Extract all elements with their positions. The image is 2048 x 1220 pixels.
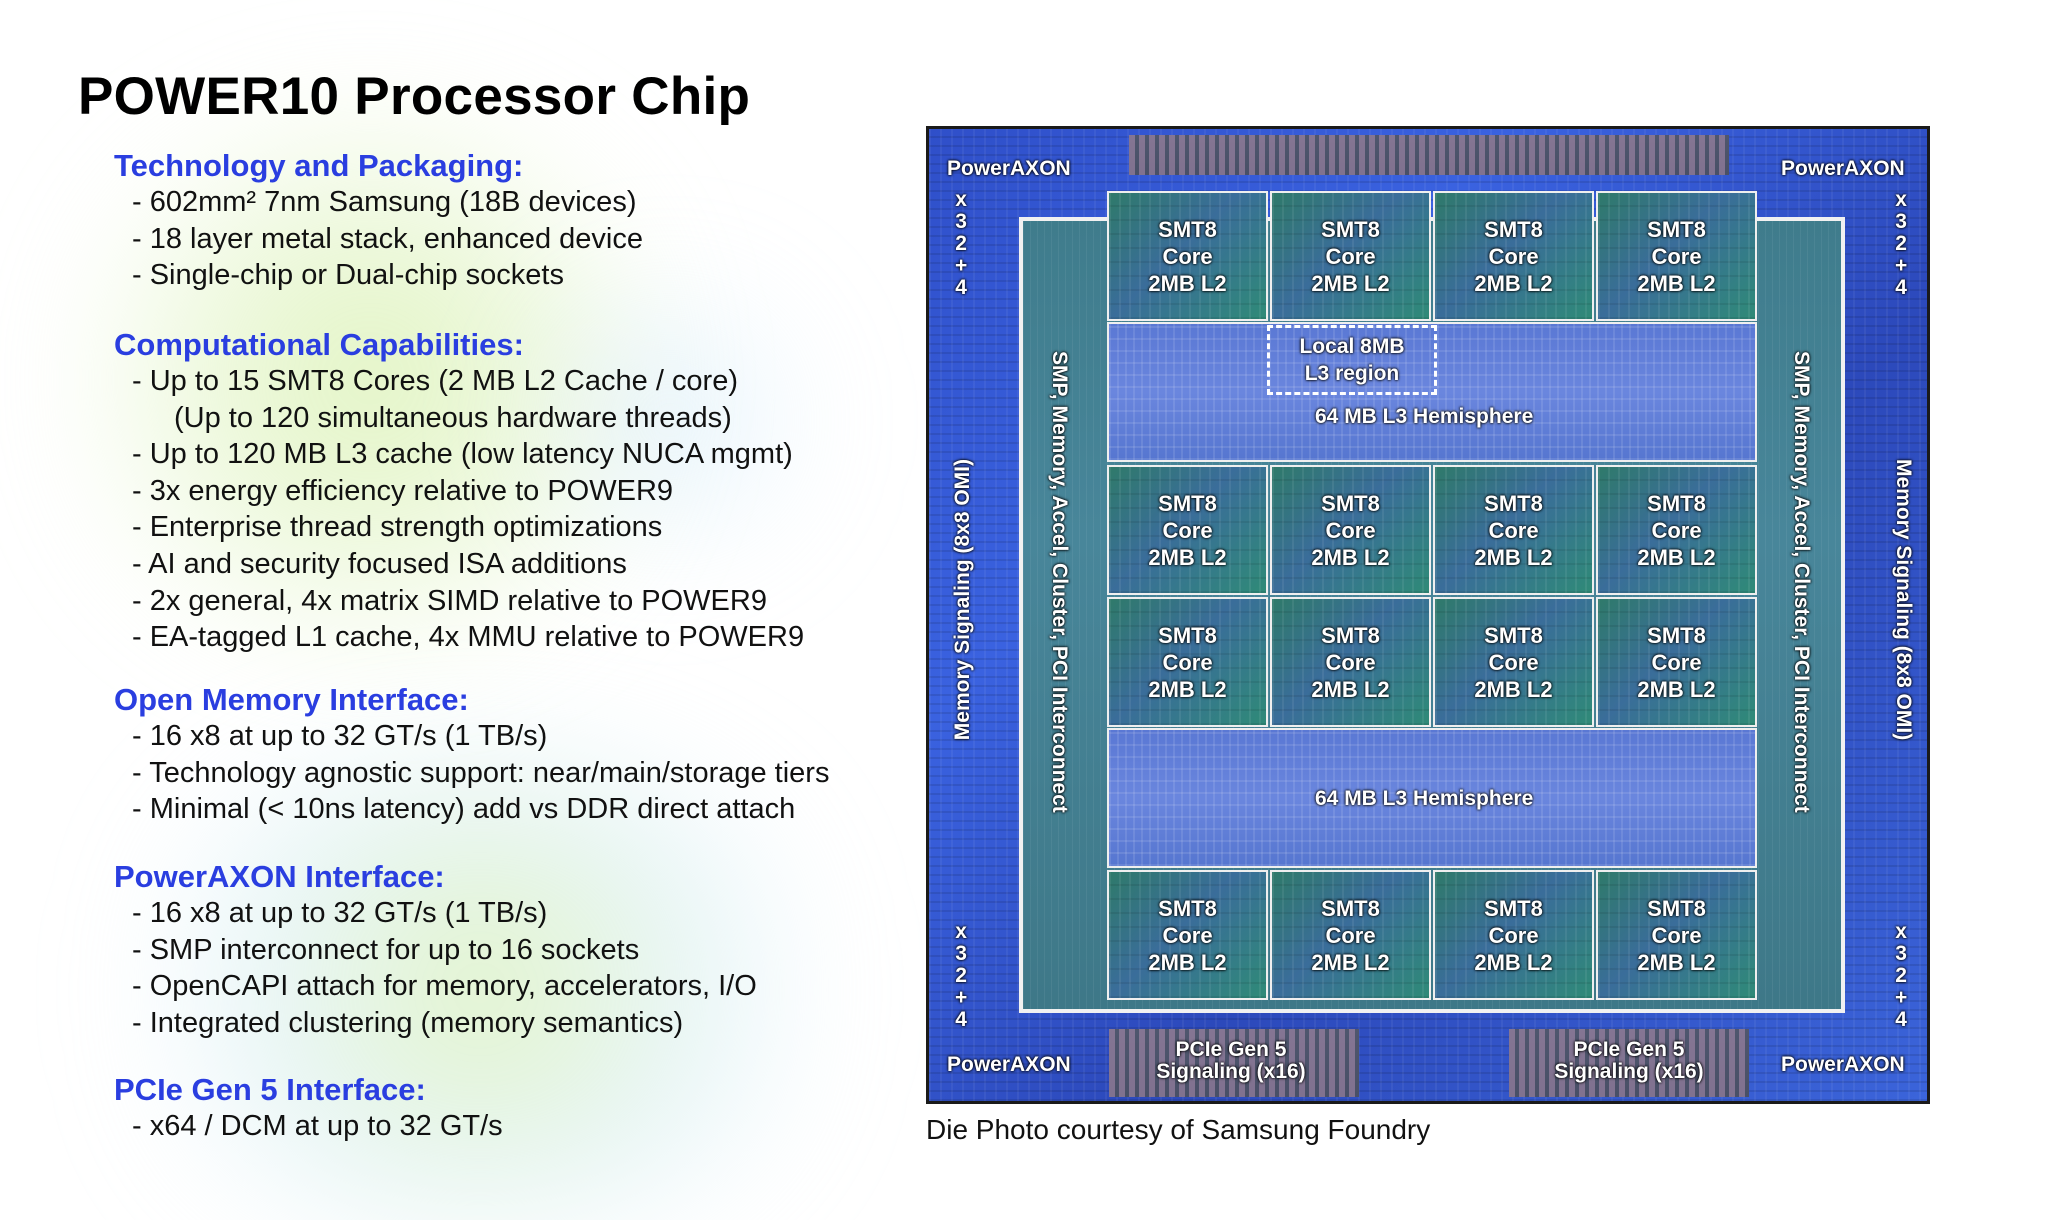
bullet-item: - 16 x8 at up to 32 GT/s (1 TB/s) [132, 720, 548, 752]
bullet-item: - 2x general, 4x matrix SIMD relative to… [132, 584, 767, 617]
section-pcie-gen5-interface: PCIe Gen 5 Interface: - x64 / DCM at up … [114, 1072, 503, 1145]
section-heading: PowerAXON Interface: [114, 859, 445, 894]
poweraxon-label: PowerAXON [1781, 157, 1905, 180]
photo-caption: Die Photo courtesy of Samsung Foundry [926, 1114, 1431, 1145]
page-title: POWER10 Processor Chip [78, 67, 751, 126]
bullet-item: - 3x energy efficiency relative to POWER… [132, 474, 674, 507]
bullet-item: - AI and security focused ISA additions [132, 547, 627, 580]
poweraxon-label: PowerAXON [947, 1053, 1071, 1076]
bullet-item: - 16 x8 at up to 32 GT/s (1 TB/s) [132, 897, 548, 929]
pcie-pad-block [1109, 1029, 1359, 1097]
bullet-item: (Up to 120 simultaneous hardware threads… [174, 401, 732, 434]
l3-hemisphere [1107, 728, 1757, 868]
bullet-item: - Minimal (< 10ns latency) add vs DDR di… [132, 793, 796, 826]
l3-hemisphere-label: 64 MB L3 Hemisphere [1315, 405, 1534, 428]
bullet-item: - SMP interconnect for up to 16 sockets [132, 933, 640, 966]
section-heading: PCIe Gen 5 Interface: [114, 1072, 426, 1107]
memory-signaling-label: Memory Signaling (8x8 OMI) [1892, 459, 1915, 741]
section-technology-packaging: Technology and Packaging: - 602mm² 7nm S… [114, 148, 643, 294]
pcie-pad-block [1509, 1029, 1749, 1097]
smp-interconnect-label: SMP, Memory, Accel, Cluster, PCI Interco… [1048, 351, 1071, 813]
bullet-item: - EA-tagged L1 cache, 4x MMU relative to… [132, 621, 805, 654]
l3-hemisphere-label: 64 MB L3 Hemisphere [1315, 787, 1534, 810]
memory-signaling-label: Memory Signaling (8x8 OMI) [951, 459, 974, 741]
section-computational-capabilities: Computational Capabilities: - Up to 15 S… [114, 327, 804, 656]
section-heading: Open Memory Interface: [114, 682, 469, 717]
bullet-item: - Up to 120 MB L3 cache (low latency NUC… [132, 438, 793, 471]
smp-interconnect-label: SMP, Memory, Accel, Cluster, PCI Interco… [1790, 351, 1813, 813]
section-heading: Technology and Packaging: [114, 148, 524, 183]
section-open-memory-interface: Open Memory Interface: - 16 x8 at up to … [114, 682, 829, 828]
bullet-item: - 602mm² 7nm Samsung (18B devices) [132, 186, 637, 218]
bullet-item: - 18 layer metal stack, enhanced device [132, 222, 643, 255]
bullet-item: - Enterprise thread strength optimizatio… [132, 511, 663, 544]
bullet-item: - x64 / DCM at up to 32 GT/s [132, 1110, 503, 1142]
bullet-item: - OpenCAPI attach for memory, accelerato… [132, 970, 757, 1003]
bullet-item: - Single-chip or Dual-chip sockets [132, 259, 564, 292]
bullet-item: - Up to 15 SMT8 Cores (2 MB L2 Cache / c… [132, 365, 738, 397]
poweraxon-label: PowerAXON [1781, 1053, 1905, 1076]
bullet-item: - Technology agnostic support: near/main… [132, 756, 830, 789]
bullet-item: - Integrated clustering (memory semantic… [132, 1006, 684, 1039]
io-pad-strip [1129, 135, 1729, 175]
section-poweraxon-interface: PowerAXON Interface: - 16 x8 at up to 32… [114, 859, 757, 1041]
section-heading: Computational Capabilities: [114, 327, 524, 362]
poweraxon-label: PowerAXON [947, 157, 1071, 180]
